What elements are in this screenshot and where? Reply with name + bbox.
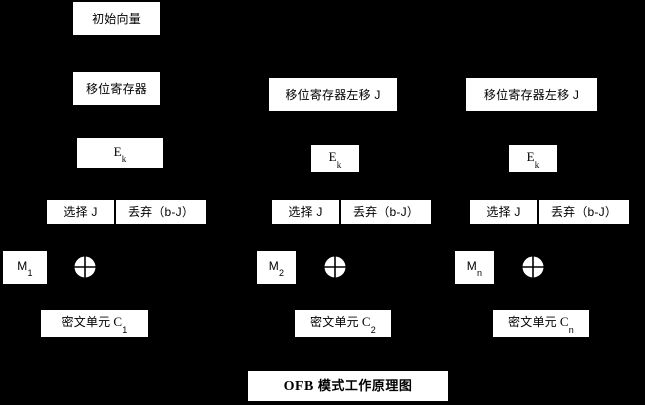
select-label-1: 选择 J (63, 205, 98, 219)
xor-circle-icon-1 (74, 256, 96, 278)
encrypt-box-1: Ek (77, 138, 163, 168)
shift-register-box-2: 移位寄存器左移 J (269, 78, 397, 111)
encrypt-label-3: Ek (526, 149, 540, 170)
xor-circle-icon-3 (522, 256, 544, 278)
discard-label-2: 丢弃（b-J） (352, 205, 420, 219)
message-box-1: M1 (3, 251, 47, 284)
shift-register-label-2: 移位寄存器左移 J (285, 87, 381, 102)
initial-vector-label: 初始向量 (92, 11, 141, 26)
shift-register-box-3: 移位寄存器左移 J (466, 78, 597, 111)
shift-register-label-1: 移位寄存器 (85, 81, 147, 96)
discard-label-1: 丢弃（b-J） (127, 205, 195, 219)
discard-box-3: 丢弃（b-J） (539, 200, 629, 224)
message-label-2: M2 (268, 258, 285, 279)
discard-label-3: 丢弃（b-J） (550, 205, 618, 219)
message-label-1: M1 (17, 258, 33, 279)
select-label-2: 选择 J (288, 205, 323, 219)
initial-vector-box: 初始向量 (73, 2, 160, 35)
encrypt-box-3: Ek (509, 145, 557, 172)
select-box-3: 选择 J (470, 200, 537, 224)
message-box-2: M2 (257, 251, 296, 284)
discard-box-2: 丢弃（b-J） (341, 200, 431, 224)
shift-register-label-3: 移位寄存器左移 J (483, 87, 580, 102)
encrypt-box-2: Ek (311, 145, 359, 172)
message-label-3: Mn (466, 258, 483, 279)
encrypt-label-2: Ek (328, 149, 342, 170)
discard-box-1: 丢弃（b-J） (116, 200, 206, 224)
shift-register-box-1: 移位寄存器 (73, 72, 160, 105)
select-label-3: 选择 J (486, 205, 521, 219)
select-box-1: 选择 J (47, 200, 114, 224)
xor-circle-icon-2 (324, 256, 346, 278)
select-box-2: 选择 J (272, 200, 339, 224)
message-box-3: Mn (455, 251, 494, 284)
encrypt-label-1: Ek (113, 143, 127, 165)
